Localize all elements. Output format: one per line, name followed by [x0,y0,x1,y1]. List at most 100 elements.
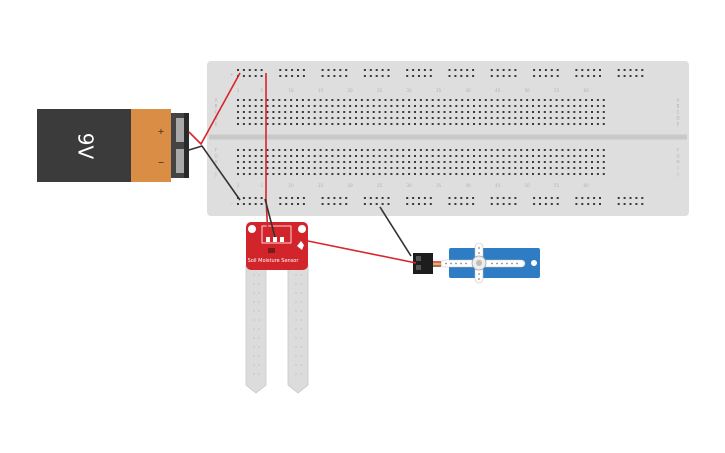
breadboard-hole[interactable] [331,149,334,151]
breadboard-hole[interactable] [372,155,375,157]
breadboard-hole[interactable] [602,117,605,119]
rail-hole[interactable] [254,69,257,71]
breadboard-hole[interactable] [431,111,434,113]
breadboard-hole[interactable] [585,111,588,113]
breadboard-hole[interactable] [461,173,464,175]
rail-hole[interactable] [260,197,263,199]
breadboard-hole[interactable] [408,173,411,175]
breadboard-hole[interactable] [237,99,239,101]
breadboard-hole[interactable] [455,167,458,169]
breadboard-hole[interactable] [355,123,357,125]
breadboard-hole[interactable] [455,155,458,157]
rail-hole[interactable] [363,203,366,205]
breadboard-hole[interactable] [248,161,251,163]
rail-hole[interactable] [496,203,499,205]
rail-hole[interactable] [466,197,469,199]
rail-hole[interactable] [472,203,475,205]
rail-hole[interactable] [533,203,536,205]
breadboard-hole[interactable] [437,105,440,107]
breadboard-hole[interactable] [390,167,393,169]
breadboard-hole[interactable] [591,155,593,157]
breadboard-hole[interactable] [237,105,239,107]
breadboard-hole[interactable] [478,173,481,175]
breadboard-hole[interactable] [549,149,552,151]
rail-hole[interactable] [454,197,457,199]
breadboard-hole[interactable] [396,111,399,113]
breadboard-hole[interactable] [366,155,369,157]
breadboard-hole[interactable] [325,117,328,119]
rail-hole[interactable] [508,75,511,77]
breadboard-hole[interactable] [278,173,281,175]
breadboard-hole[interactable] [502,173,505,175]
rail-hole[interactable] [575,203,578,205]
breadboard-hole[interactable] [579,111,582,113]
breadboard-hole[interactable] [437,167,440,169]
breadboard-hole[interactable] [502,99,505,101]
breadboard-hole[interactable] [355,167,357,169]
breadboard-hole[interactable] [473,161,475,163]
breadboard-hole[interactable] [290,123,293,125]
breadboard-hole[interactable] [496,173,499,175]
breadboard-hole[interactable] [449,117,452,119]
breadboard-hole[interactable] [254,123,257,125]
breadboard-hole[interactable] [579,149,582,151]
rail-hole[interactable] [381,203,384,205]
rail-hole[interactable] [617,197,620,199]
breadboard-hole[interactable] [319,123,322,125]
breadboard-hole[interactable] [390,111,393,113]
rail-hole[interactable] [242,75,245,77]
breadboard-hole[interactable] [284,155,287,157]
breadboard-hole[interactable] [414,117,416,119]
breadboard-hole[interactable] [349,117,352,119]
breadboard-hole[interactable] [396,155,399,157]
rail-hole[interactable] [279,69,282,71]
breadboard-hole[interactable] [414,167,416,169]
breadboard-hole[interactable] [573,167,576,169]
breadboard-hole[interactable] [532,155,534,157]
breadboard-hole[interactable] [591,173,593,175]
breadboard-hole[interactable] [537,111,540,113]
rail-hole[interactable] [291,75,294,77]
breadboard-hole[interactable] [260,155,263,157]
rail-hole[interactable] [412,197,415,199]
breadboard-hole[interactable] [331,105,334,107]
rail-hole[interactable] [418,75,420,77]
rail-hole[interactable] [381,75,384,77]
breadboard-hole[interactable] [319,99,322,101]
breadboard-hole[interactable] [437,111,440,113]
breadboard-hole[interactable] [437,99,440,101]
breadboard-hole[interactable] [419,111,422,113]
breadboard-hole[interactable] [296,105,298,107]
wire-sensor-to-servo-signal[interactable] [307,240,417,264]
breadboard-hole[interactable] [443,149,446,151]
breadboard-hole[interactable] [290,99,293,101]
breadboard-hole[interactable] [496,161,499,163]
breadboard-hole[interactable] [378,167,381,169]
breadboard-hole[interactable] [561,155,564,157]
breadboard-hole[interactable] [260,99,263,101]
breadboard-hole[interactable] [319,149,322,151]
breadboard-hole[interactable] [532,149,534,151]
breadboard-hole[interactable] [467,105,470,107]
rail-hole[interactable] [544,69,547,71]
breadboard-hole[interactable] [384,161,387,163]
breadboard-hole[interactable] [331,155,334,157]
breadboard-hole[interactable] [349,161,352,163]
breadboard-hole[interactable] [508,173,511,175]
rail-hole[interactable] [593,203,596,205]
breadboard-hole[interactable] [602,155,605,157]
breadboard-hole[interactable] [278,105,281,107]
breadboard-hole[interactable] [490,99,493,101]
breadboard-hole[interactable] [502,161,505,163]
breadboard-hole[interactable] [602,99,605,101]
breadboard-hole[interactable] [561,123,564,125]
breadboard-hole[interactable] [402,111,405,113]
rail-hole[interactable] [599,197,601,199]
rail-hole[interactable] [387,75,390,77]
breadboard-hole[interactable] [331,161,334,163]
breadboard-hole[interactable] [449,105,452,107]
breadboard-hole[interactable] [266,161,269,163]
rail-hole[interactable] [242,197,245,199]
breadboard-hole[interactable] [242,105,245,107]
breadboard-hole[interactable] [325,161,328,163]
